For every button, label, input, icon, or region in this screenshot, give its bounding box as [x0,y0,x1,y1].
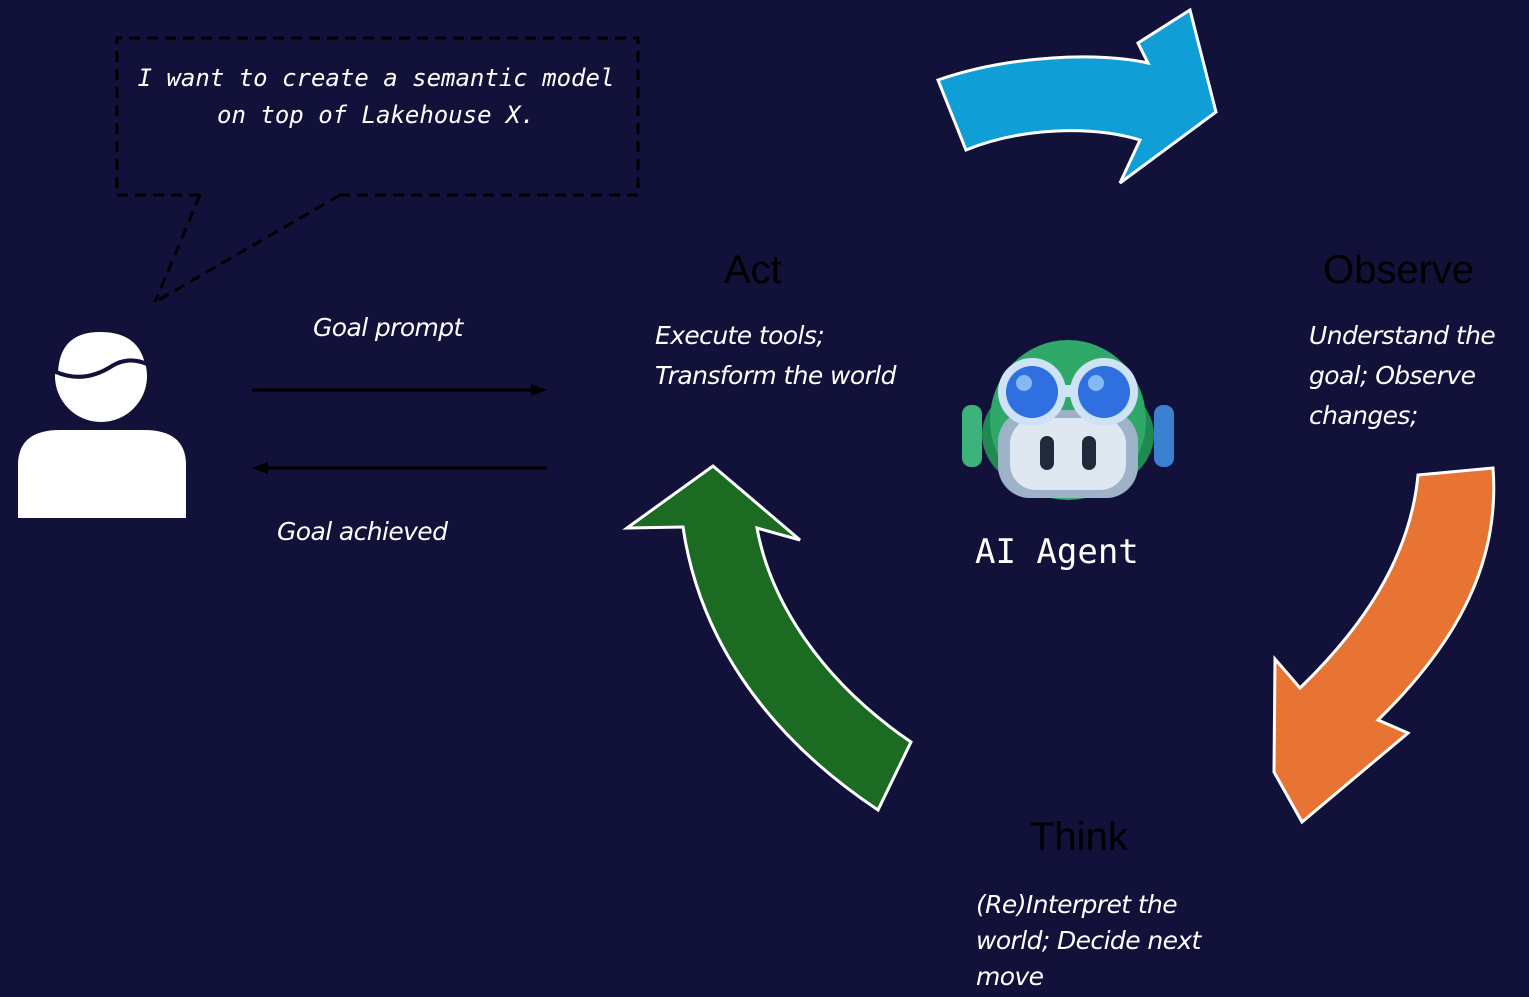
think-arrow [622,464,913,813]
act-title: Act [724,248,782,292]
agent-label: AI Agent [975,532,1139,572]
goal-achieved-label: Goal achieved [277,517,448,546]
observe-arrow [1272,466,1496,825]
user-icon [18,327,186,518]
copilot-robot-icon [962,340,1174,500]
goal-achieved-arrow [252,462,547,474]
speech-bubble [115,36,640,304]
observe-description: Understand the goal; Observe changes; [1309,321,1496,430]
speech-bubble-text: I want to create a semantic model on top… [137,64,615,129]
goal-prompt-label: Goal prompt [313,313,463,342]
goal-prompt-arrow [252,384,547,396]
act-arrow [936,7,1218,185]
think-title: Think [1030,815,1128,859]
observe-title: Observe [1323,248,1475,292]
think-description: (Re)Interpret the world; Decide next mov… [976,890,1201,991]
act-description: Execute tools; Transform the world [655,321,896,390]
